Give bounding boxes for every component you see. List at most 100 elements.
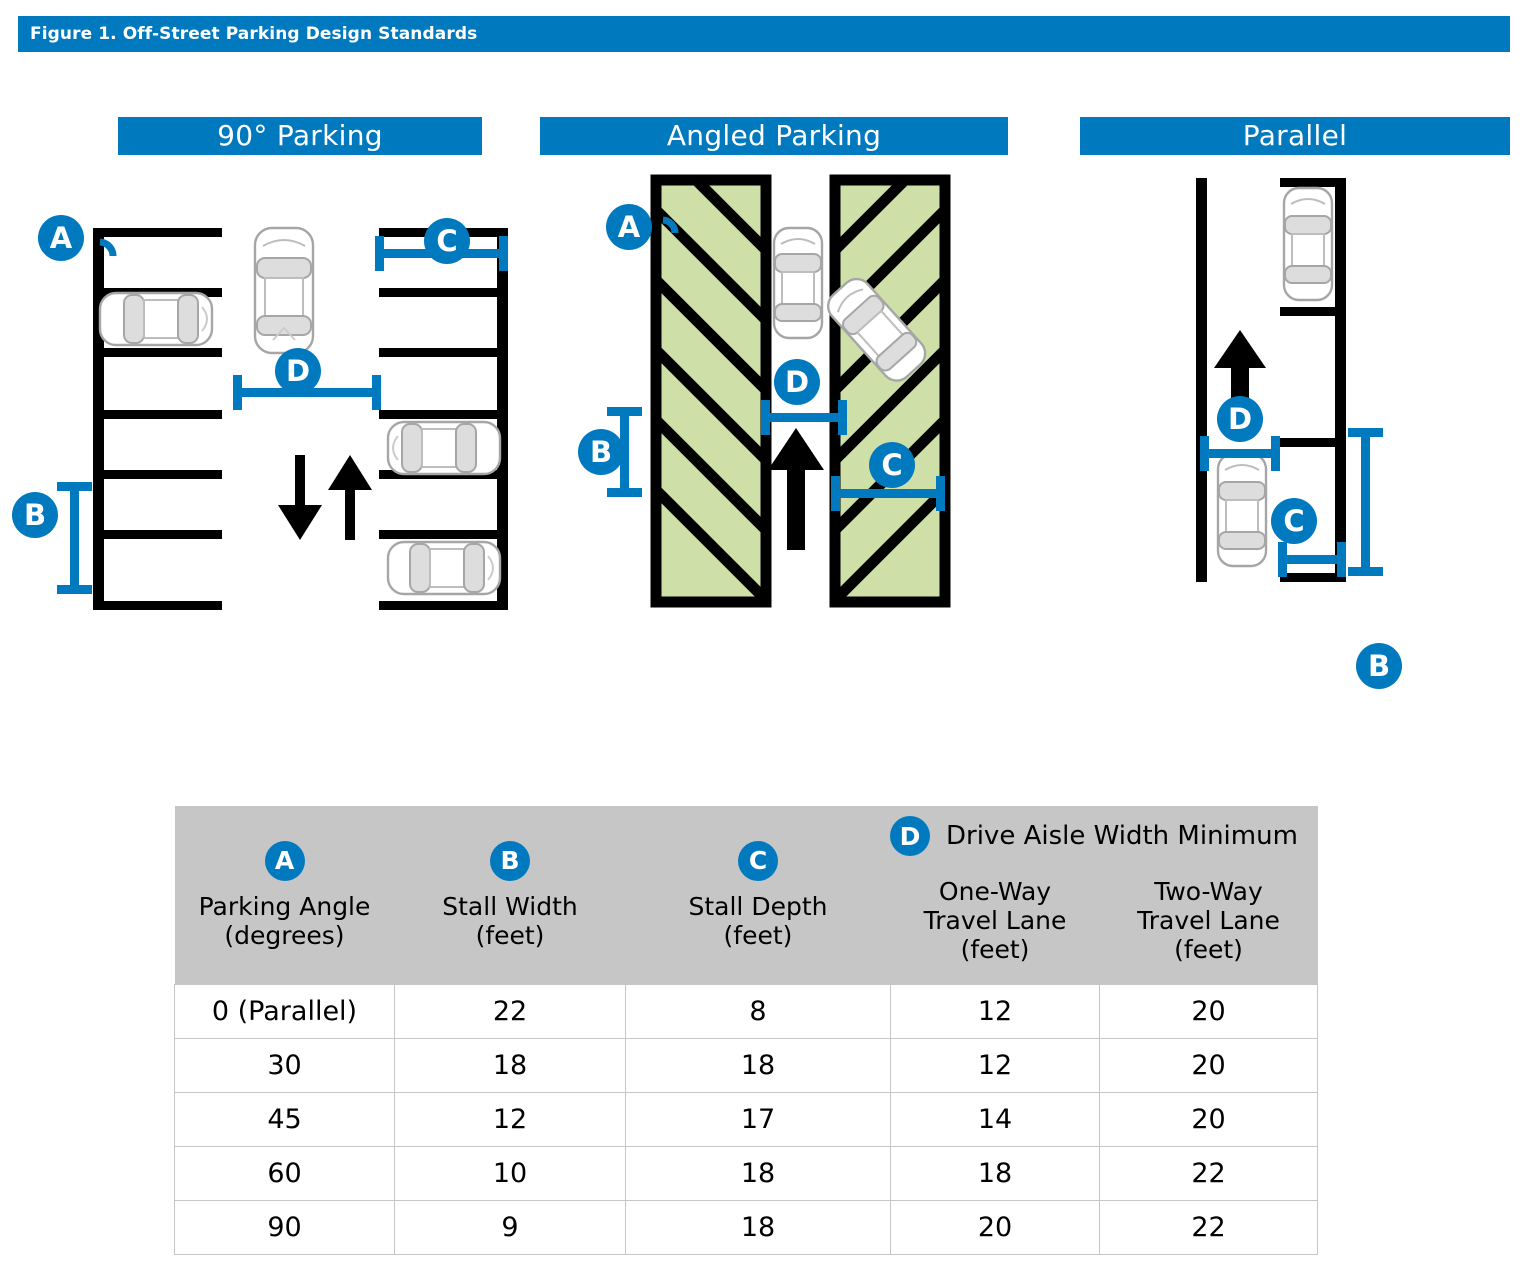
- badge-A-angled: A: [606, 204, 652, 250]
- cell-two-way: 20: [1099, 983, 1318, 1039]
- badge-D-angled: D: [774, 359, 820, 405]
- column-header-parking-angle-line1: Parking Angle: [198, 891, 371, 921]
- badge-C-parallel: C: [1271, 498, 1317, 544]
- column-header-one-way-line1: One-Way: [938, 876, 1052, 906]
- parking-standards-table: A Parking Angle (degrees) B: [174, 806, 1318, 1255]
- diagram-angled-svg: [650, 174, 951, 608]
- cell-stall-depth: 18: [625, 1145, 891, 1201]
- angled-stall-bank-left: [650, 174, 772, 608]
- dimension-line-C-stall-depth-angled: [831, 476, 945, 511]
- angled-stall-bank-right: [829, 174, 951, 608]
- diagram-parallel-svg: [1196, 178, 1346, 582]
- car-icon-aisle-angled: [772, 226, 824, 340]
- panel-heading-90-degree: 90° Parking: [118, 117, 482, 155]
- column-header-stall-width: B Stall Width (feet): [394, 806, 626, 984]
- figure-title-bar: Figure 1. Off-Street Parking Design Stan…: [18, 16, 1510, 52]
- table-row: 45 12 17 14 20: [174, 1091, 1318, 1147]
- flow-arrow-up: [328, 455, 372, 540]
- car-icon-parked-right-upper: [386, 420, 502, 476]
- table-body: 0 (Parallel) 22 8 12 20 30 18 18 12 20 4…: [174, 983, 1318, 1255]
- cell-two-way: 22: [1099, 1145, 1318, 1201]
- badge-B-90: B: [12, 492, 58, 538]
- badge-B-parallel: B: [1356, 643, 1402, 689]
- car-icon-parked-angled: [826, 277, 927, 382]
- cell-stall-depth: 18: [625, 1199, 891, 1255]
- curb-line-right: [1335, 178, 1346, 582]
- diagram-angled-parking: A B C D: [578, 170, 990, 620]
- flow-arrow-down: [278, 455, 322, 540]
- column-header-two-way: Two-Way Travel Lane (feet): [1099, 806, 1318, 984]
- cell-parking-angle: 30: [174, 1037, 395, 1093]
- flow-arrow-up-parallel: [1214, 330, 1266, 428]
- table-row: 0 (Parallel) 22 8 12 20: [174, 983, 1318, 1039]
- car-icon-parallel-top: [1282, 186, 1334, 302]
- cell-parking-angle: 45: [174, 1091, 395, 1147]
- column-header-stall-depth-line2: (feet): [723, 920, 793, 950]
- column-header-two-way-line3: (feet): [1174, 935, 1243, 965]
- flow-arrow-up-angled: [768, 428, 824, 550]
- column-header-stall-width-line1: Stall Width: [442, 891, 578, 921]
- cell-stall-width: 22: [394, 983, 626, 1039]
- stall-bank-left: [93, 228, 222, 610]
- cell-one-way: 18: [890, 1145, 1100, 1201]
- diagram-90-degree-svg: [93, 226, 508, 610]
- column-header-stall-depth: C Stall Depth (feet): [625, 806, 891, 984]
- dimension-line-B-stall-width-angled: [607, 407, 642, 497]
- badge-A-table: A: [264, 840, 305, 881]
- dimension-line-D-aisle-width-angled: [761, 400, 847, 435]
- panel-heading-90-degree-label: 90° Parking: [217, 119, 383, 152]
- cell-stall-width: 18: [394, 1037, 626, 1093]
- cell-stall-depth: 17: [625, 1091, 891, 1147]
- cell-two-way: 20: [1099, 1037, 1318, 1093]
- badge-A-90: A: [38, 215, 84, 261]
- table-row: 60 10 18 18 22: [174, 1145, 1318, 1201]
- column-header-one-way-line3: (feet): [960, 935, 1030, 965]
- cell-stall-depth: 8: [625, 983, 891, 1039]
- cell-one-way: 12: [890, 1037, 1100, 1093]
- cell-stall-width: 12: [394, 1091, 626, 1147]
- cell-two-way: 22: [1099, 1199, 1318, 1255]
- badge-B-table: B: [490, 840, 530, 881]
- cell-one-way: 14: [890, 1091, 1100, 1147]
- panel-heading-angled-label: Angled Parking: [666, 119, 882, 152]
- table-row: 90 9 18 20 22: [174, 1199, 1318, 1255]
- table-row: 30 18 18 12 20: [174, 1037, 1318, 1093]
- drive-aisle-group-label: Drive Aisle Width Minimum: [946, 821, 1298, 851]
- diagram-parallel-parking: D C B: [1160, 170, 1450, 689]
- cell-parking-angle: 90: [174, 1199, 395, 1255]
- corner-arc-accent-angled: [662, 216, 679, 234]
- dimension-line-D-aisle-width-parallel: [1200, 436, 1280, 471]
- car-icon-parallel-bottom: [1216, 452, 1268, 568]
- car-icon-parked-right-lower: [386, 540, 502, 596]
- figure-title: Figure 1. Off-Street Parking Design Stan…: [30, 24, 478, 44]
- cell-stall-width: 10: [394, 1145, 626, 1201]
- panel-heading-parallel-label: Parallel: [1242, 119, 1348, 152]
- car-icon-parked-left: [98, 291, 214, 347]
- badge-C-90: C: [424, 218, 470, 264]
- badge-D-table: D: [890, 816, 930, 856]
- column-header-parking-angle-line2: (degrees): [224, 920, 345, 950]
- corner-arc-accent: [99, 238, 117, 257]
- column-header-two-way-line2: Travel Lane: [1137, 906, 1280, 936]
- cell-stall-depth: 18: [625, 1037, 891, 1093]
- dimension-line-B-stall-width-parallel: [1348, 428, 1383, 576]
- dimension-line-B-stall-width: [57, 482, 92, 594]
- badge-B-angled: B: [578, 429, 624, 475]
- dimension-line-C-stall-depth-parallel: [1278, 542, 1346, 577]
- drive-aisle-group-header: D Drive Aisle Width Minimum: [890, 816, 1298, 856]
- column-header-stall-width-line2: (feet): [475, 920, 545, 950]
- badge-C-table: C: [738, 840, 778, 881]
- cell-parking-angle: 60: [174, 1145, 395, 1201]
- curb-line-left: [1196, 178, 1207, 582]
- panel-heading-parallel: Parallel: [1080, 117, 1510, 155]
- cell-two-way: 20: [1099, 1091, 1318, 1147]
- column-header-stall-depth-line1: Stall Depth: [688, 891, 828, 921]
- diagram-90-degree-parking: A B C D: [0, 170, 540, 620]
- panel-heading-angled: Angled Parking: [540, 117, 1008, 155]
- column-header-two-way-line1: Two-Way: [1154, 876, 1263, 906]
- car-icon-aisle: [253, 226, 315, 355]
- cell-one-way: 12: [890, 983, 1100, 1039]
- column-header-parking-angle: A Parking Angle (degrees): [174, 806, 395, 984]
- cell-stall-width: 9: [394, 1199, 626, 1255]
